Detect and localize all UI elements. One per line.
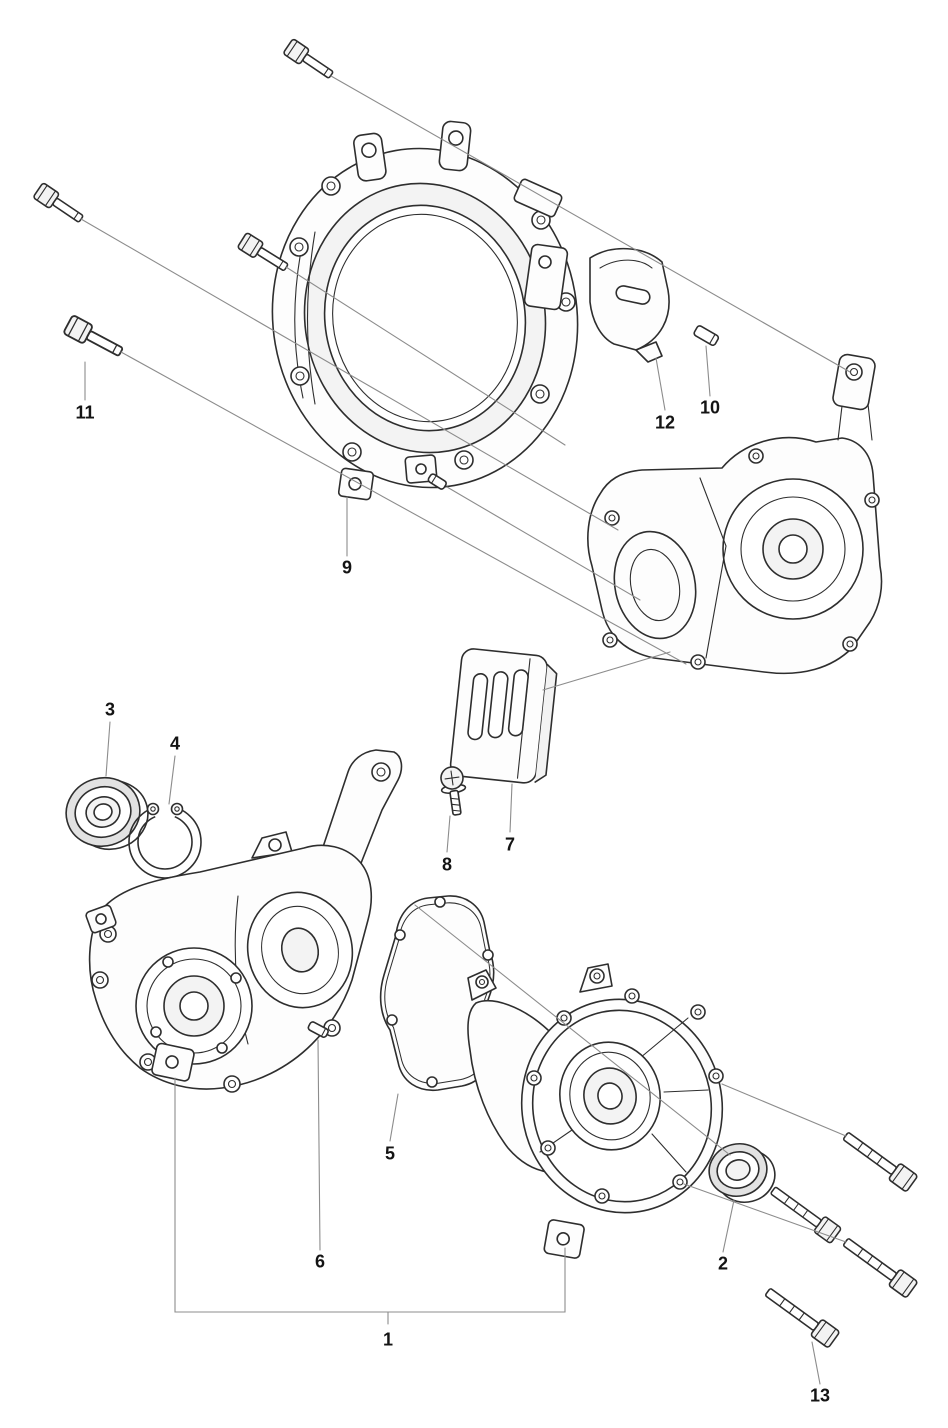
- housing-ear-right: [438, 120, 472, 172]
- crankcase-half-lower-left: [85, 749, 403, 1093]
- bearing-part3: [65, 776, 149, 851]
- callout-9: 9: [341, 557, 353, 578]
- crankcase-ll-bracket: [85, 904, 117, 934]
- screws-bottom: [760, 1126, 919, 1349]
- cover-plate-part12: [589, 247, 670, 363]
- crankcase-ur-ear: [832, 353, 876, 441]
- seal-part2: [708, 1143, 776, 1203]
- pin-part10: [693, 325, 720, 347]
- screw: [32, 181, 87, 228]
- callout-12: 12: [654, 412, 676, 433]
- callout-3: 3: [104, 699, 116, 720]
- housing-ear-left: [353, 132, 387, 182]
- fan-housing: [271, 120, 579, 501]
- leader-lines: [80, 75, 851, 1385]
- clamp-plate-part7: [449, 648, 558, 784]
- callout-10: 10: [699, 397, 721, 418]
- housing-dowel-pin: [427, 473, 447, 490]
- screw-part8: [440, 766, 467, 816]
- flange-bolt-holes: [526, 988, 724, 1204]
- screw-part13: [760, 1282, 841, 1349]
- callout-1: 1: [382, 1329, 394, 1350]
- crankcase-ll-foot: [151, 1042, 195, 1082]
- housing-bolt-bosses: [289, 148, 576, 470]
- crankcase-lr-foot: [543, 1219, 585, 1259]
- screw-part11: [62, 313, 127, 363]
- callout-8: 8: [441, 854, 453, 875]
- screw: [282, 37, 337, 84]
- callout-2: 2: [717, 1253, 729, 1274]
- callout-6: 6: [314, 1251, 326, 1272]
- crankcase-half-lower-right: [467, 963, 724, 1259]
- screw: [838, 1126, 919, 1193]
- crankcase-half-upper-right: [587, 353, 883, 675]
- housing-side-bracket: [513, 178, 569, 311]
- callout-5: 5: [384, 1143, 396, 1164]
- crankcase-ur-bosses: [602, 448, 880, 670]
- callout-13: 13: [809, 1385, 831, 1406]
- callout-7: 7: [504, 834, 516, 855]
- callout-11: 11: [75, 402, 95, 423]
- callout-4: 4: [169, 733, 181, 754]
- screw: [838, 1232, 919, 1299]
- pin-part6: [307, 1021, 329, 1038]
- housing-feet: [337, 454, 438, 501]
- screw: [766, 1181, 843, 1245]
